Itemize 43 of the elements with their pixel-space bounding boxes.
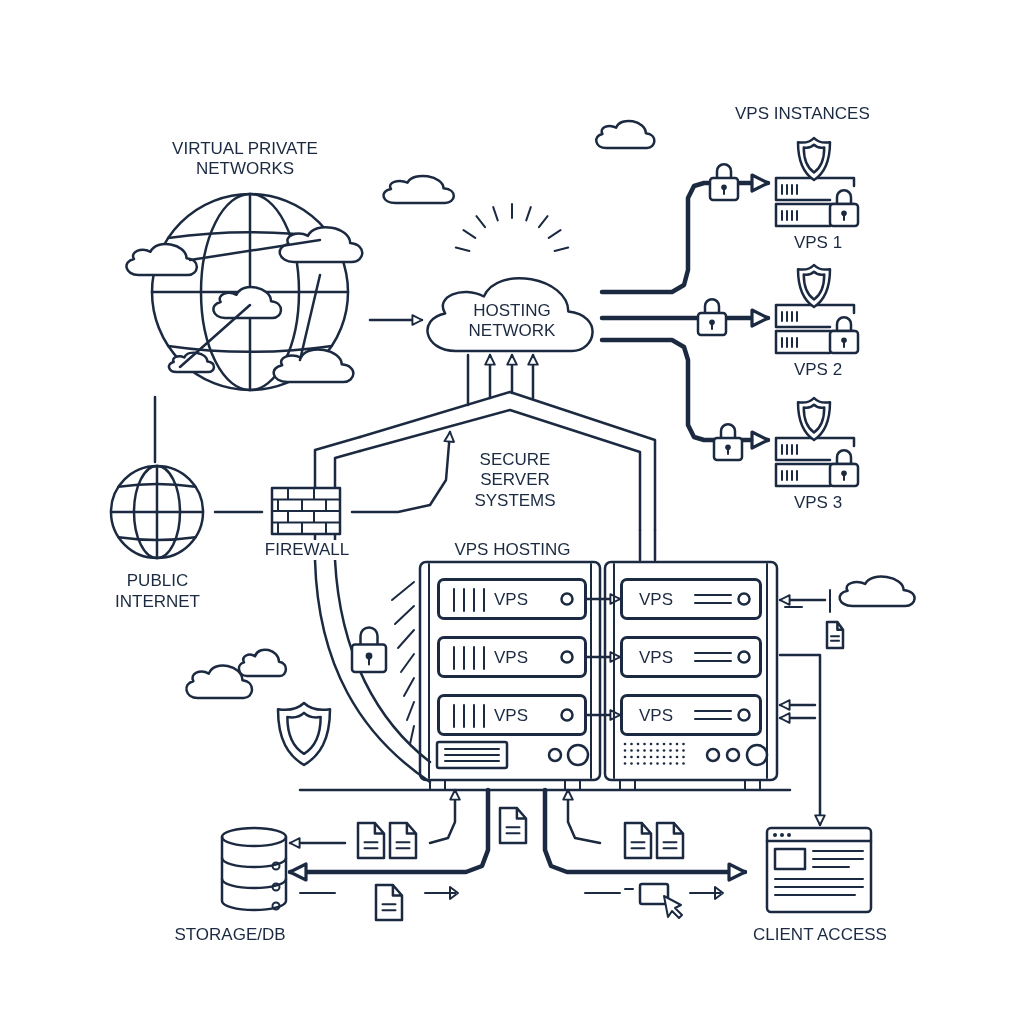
- unit-label: VPS: [494, 648, 529, 669]
- data-pipe-arrow: [542, 787, 748, 882]
- arrow: [484, 353, 496, 400]
- node-label: VPS 2: [792, 359, 844, 380]
- arrow: [778, 699, 817, 711]
- arrow: [428, 788, 461, 845]
- heading: VPS HOSTING: [453, 540, 572, 561]
- arrow: [506, 353, 518, 395]
- arrow: [288, 837, 347, 849]
- arrow: [778, 594, 827, 606]
- vps-unit: [620, 636, 762, 678]
- unit-label: VPS: [494, 706, 529, 727]
- arrow: [562, 788, 602, 845]
- data-pipe-arrow: [599, 308, 771, 328]
- node-label: STORAGE/DB: [173, 924, 287, 945]
- node-label: SECURE SERVER SYSTEMS: [473, 450, 557, 512]
- arrow: [527, 353, 539, 400]
- vps-unit: [620, 578, 762, 620]
- arrow: [585, 593, 622, 605]
- node-label: VPS 3: [792, 492, 844, 513]
- node-label: CLIENT ACCESS: [752, 924, 888, 945]
- data-pipe-arrow: [599, 173, 771, 295]
- arrow: [778, 653, 826, 827]
- arrow: [368, 314, 424, 326]
- vps-unit: [437, 694, 587, 736]
- node-label: HOSTING NETWORK: [467, 301, 557, 342]
- unit-label: VPS: [639, 590, 674, 611]
- arrow: [350, 430, 455, 514]
- data-pipe-arrow: [599, 337, 771, 450]
- unit-label: VPS: [639, 648, 674, 669]
- unit-label: VPS: [494, 590, 529, 611]
- unit-label: VPS: [639, 706, 674, 727]
- node-label: PUBLIC INTERNET: [114, 571, 201, 612]
- node-label: VPS 1: [792, 232, 844, 253]
- arrow: [778, 712, 817, 724]
- arrow: [585, 651, 622, 663]
- heading: VPS INSTANCES: [735, 104, 870, 125]
- vps-unit: [437, 636, 587, 678]
- arrow: [585, 709, 622, 721]
- vps-unit: [437, 578, 587, 620]
- vps-unit: [620, 694, 762, 736]
- data-pipe-arrow: [287, 787, 491, 882]
- heading: VIRTUAL PRIVATE NETWORKS: [171, 139, 319, 180]
